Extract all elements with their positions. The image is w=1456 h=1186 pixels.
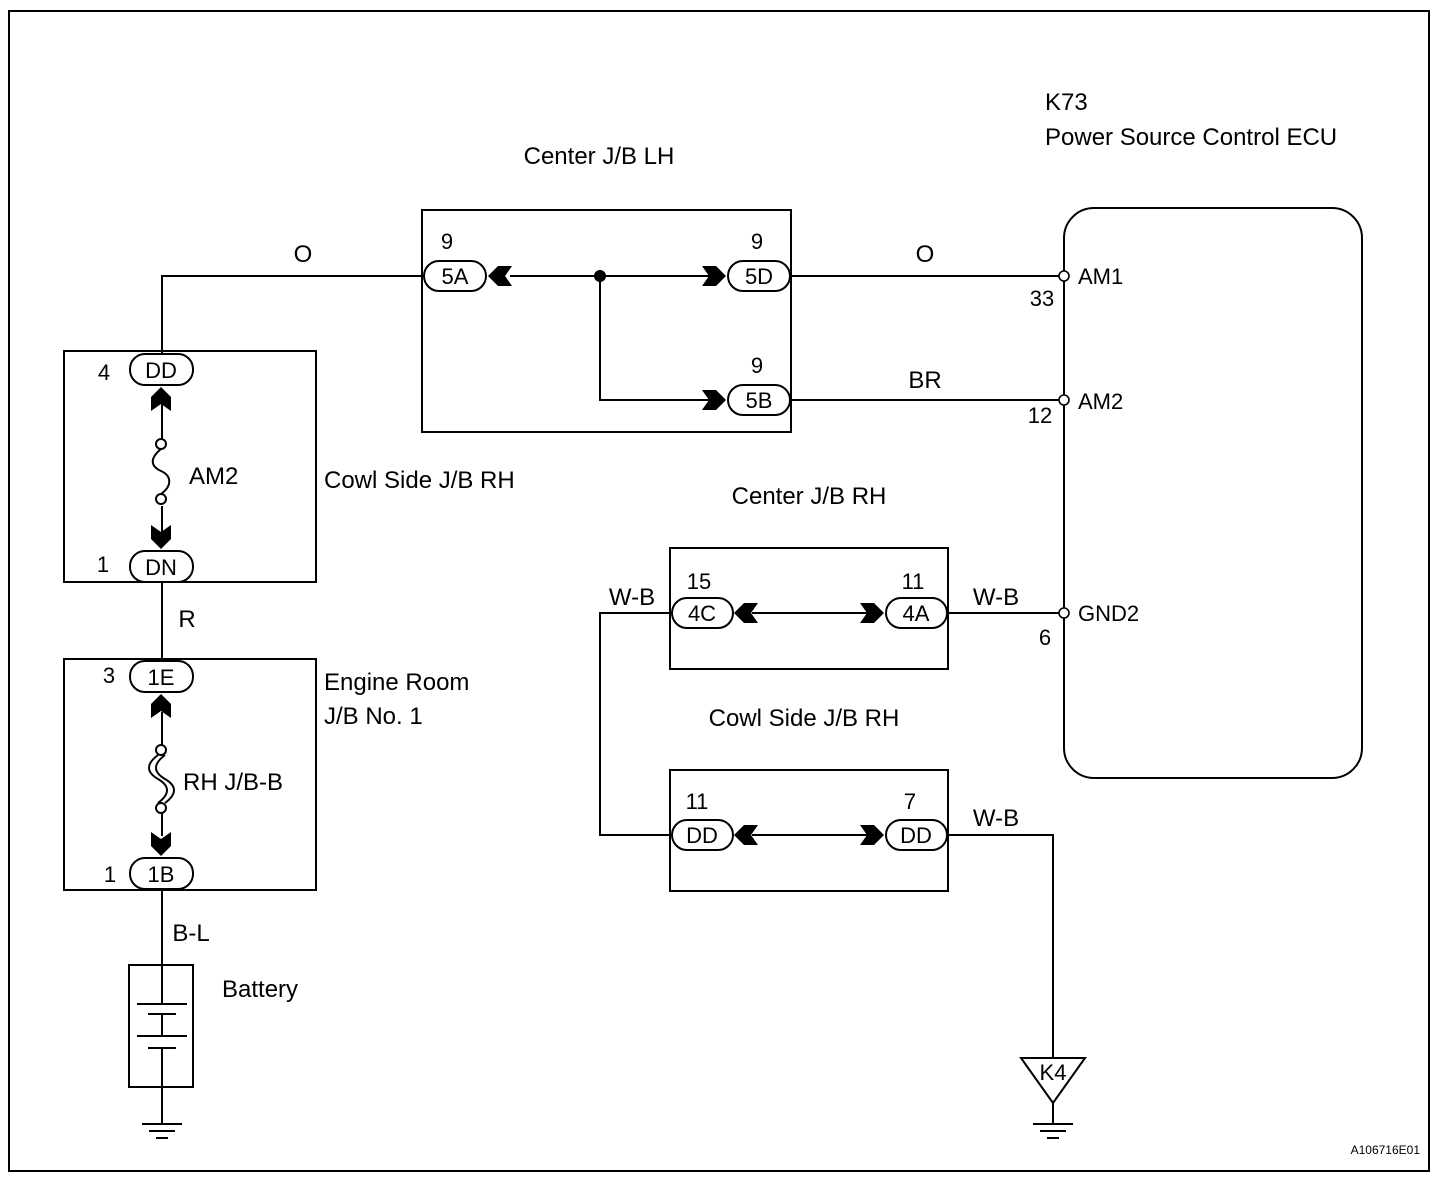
wire-label-o-left: O	[294, 241, 313, 268]
ecu-code: K73	[1045, 89, 1088, 116]
cowl-side-jb-rh-bottom-box	[669, 769, 949, 892]
diagram-frame	[8, 10, 1430, 1172]
ground-symbol-k4	[1019, 1057, 1087, 1139]
battery-label: Battery	[222, 976, 298, 1003]
connector-4A: 4A	[885, 597, 948, 629]
wire-label-br: BR	[908, 367, 941, 394]
connector-5B-label: 5B	[746, 388, 773, 413]
ecu-box	[1063, 207, 1363, 779]
connector-DD-bottom-right: DD	[885, 819, 948, 851]
wire-label-r: R	[178, 606, 195, 633]
pin-number-4C: 15	[687, 569, 711, 594]
wire-label-wb-left: W-B	[609, 584, 655, 611]
cowl-side-jb-rh-top-box	[63, 350, 317, 583]
battery-symbol	[137, 1003, 187, 1049]
connector-5D-label: 5D	[745, 264, 773, 289]
ecu-pin-gnd2-label: GND2	[1078, 601, 1139, 626]
fuse-am2-label: AM2	[189, 463, 238, 490]
connector-4C-label: 4C	[688, 601, 716, 626]
pin-number-5A: 9	[441, 229, 453, 254]
connector-5A: 5A	[423, 260, 487, 292]
ecu-terminal-am1	[1058, 270, 1070, 282]
cowl-side-jb-rh-bottom-title: Cowl Side J/B RH	[709, 705, 900, 732]
diagram-id: A106716E01	[1351, 1143, 1421, 1157]
connector-5D: 5D	[727, 260, 791, 292]
connector-1B-label: 1B	[148, 862, 175, 887]
ground-k4-label: K4	[1040, 1060, 1067, 1085]
cowl-side-jb-rh-top-title: Cowl Side J/B RH	[324, 467, 515, 494]
connector-DN-label: DN	[145, 555, 177, 580]
pin-number-1B: 1	[104, 862, 116, 887]
connector-DD-top-label: DD	[145, 358, 177, 383]
ecu-pin-am1-label: AM1	[1078, 264, 1123, 289]
wire-label-bl: B-L	[172, 920, 209, 947]
center-jb-rh-title: Center J/B RH	[732, 483, 887, 510]
pin-number-DN: 1	[97, 552, 109, 577]
engine-room-jb-box	[63, 658, 317, 891]
connector-1E-label: 1E	[148, 665, 175, 690]
connector-DD-top: DD	[129, 353, 194, 386]
ground-symbol-battery	[142, 1123, 182, 1139]
connector-1B: 1B	[129, 857, 194, 890]
pin-number-DD-bottom-left: 11	[686, 789, 709, 814]
ecu-terminal-am2	[1058, 394, 1070, 406]
engine-room-jb-title-line1: Engine Room	[324, 669, 469, 696]
pin-number-5B: 9	[751, 353, 763, 378]
junction-dot	[594, 270, 606, 282]
pin-number-1E: 3	[103, 663, 115, 688]
ecu-pin-gnd2-number: 6	[1039, 625, 1051, 650]
wire-label-o-right: O	[916, 241, 935, 268]
pin-number-4A: 11	[902, 569, 925, 594]
ecu-name: Power Source Control ECU	[1045, 124, 1337, 151]
wire-label-wb-bottom: W-B	[973, 805, 1019, 832]
connector-DD-bottom-left-label: DD	[686, 823, 718, 848]
connector-arrows	[151, 266, 884, 856]
fuse-am2-symbol	[151, 438, 171, 505]
connector-DD-bottom-right-label: DD	[900, 823, 932, 848]
ecu-pin-am2-number: 12	[1028, 403, 1052, 428]
pin-number-DD-bottom-right: 7	[904, 789, 916, 814]
pin-number-DD-top: 4	[98, 360, 110, 385]
connector-5A-label: 5A	[442, 264, 469, 289]
pin-number-5D: 9	[751, 229, 763, 254]
engine-room-jb-title-line2: J/B No. 1	[324, 703, 423, 730]
wire-label-wb-right: W-B	[973, 584, 1019, 611]
connector-1E: 1E	[129, 660, 194, 693]
center-jb-lh-box	[421, 209, 792, 433]
center-jb-rh-box	[669, 547, 949, 670]
ecu-pin-am1-number: 33	[1030, 286, 1054, 311]
connector-5B: 5B	[727, 384, 791, 416]
fuse-rh-jb-b-label: RH J/B-B	[183, 769, 283, 796]
center-jb-lh-title: Center J/B LH	[524, 143, 675, 170]
battery-box	[128, 964, 194, 1088]
ecu-terminal-gnd2	[1058, 607, 1070, 619]
connector-DD-bottom-left: DD	[671, 819, 734, 851]
connector-4C: 4C	[671, 597, 734, 629]
ecu-pin-am2-label: AM2	[1078, 389, 1123, 414]
connector-4A-label: 4A	[903, 601, 930, 626]
fuse-rh-jb-b-symbol	[148, 744, 175, 814]
connector-DN: DN	[129, 550, 194, 583]
